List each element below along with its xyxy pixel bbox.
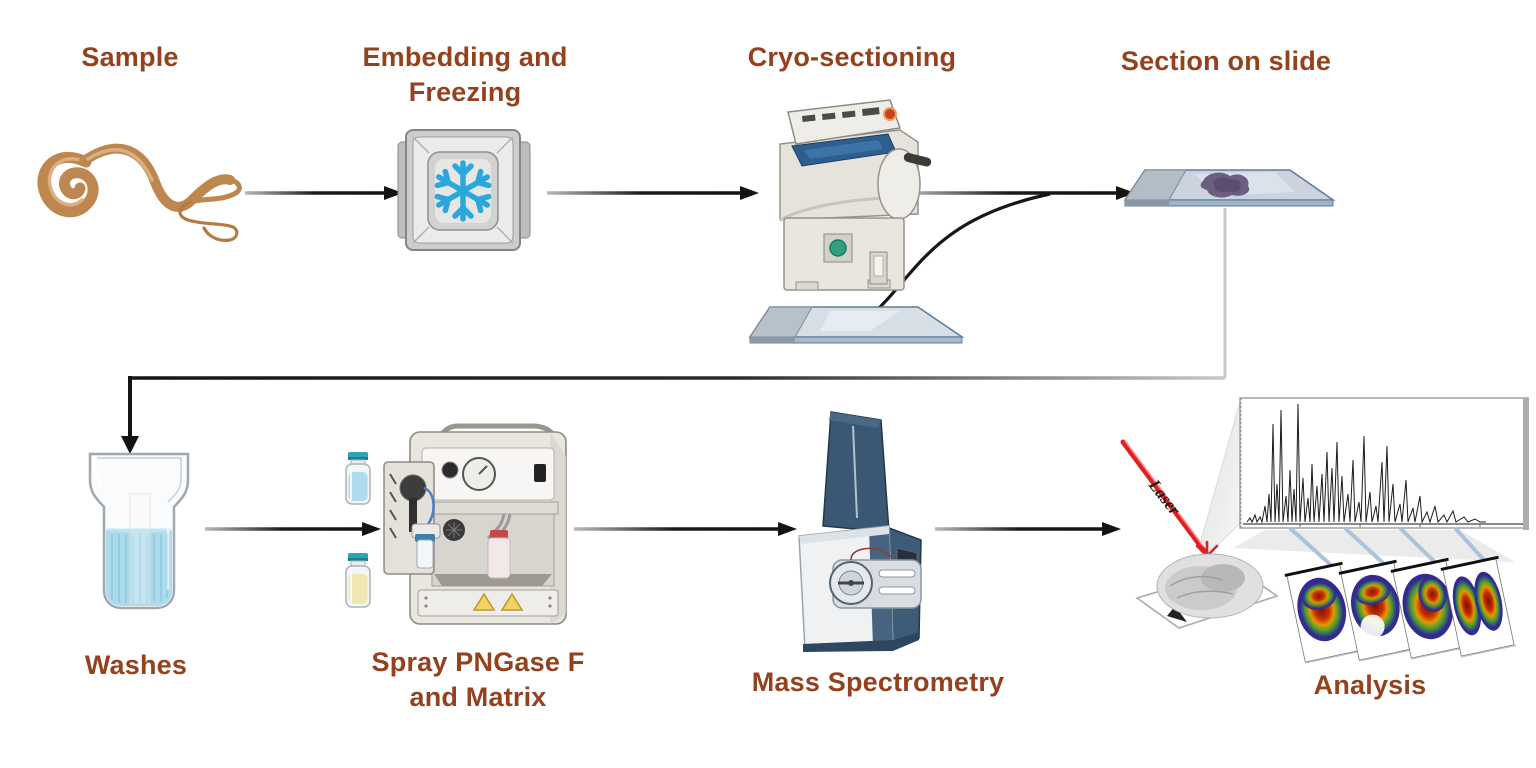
step-label-sample: Sample (81, 42, 179, 72)
cryostat-knob (829, 239, 847, 257)
staining-jar-icon (88, 452, 190, 610)
arrow-massspec-to-analysis (935, 522, 1121, 536)
step-label-washes: Washes (84, 650, 188, 680)
matrix-sprayer-icon (383, 423, 567, 625)
ion-image-panel (1338, 559, 1415, 662)
step-label-cryo-sectioning: Cryo-sectioning (747, 42, 957, 72)
step-label-mass-spectrometry: Mass Spectrometry (751, 667, 1005, 697)
ion-image-panels (1284, 555, 1517, 664)
pngase-vial-icon (345, 452, 371, 505)
vial-liquid-yellow (348, 574, 368, 604)
mass-spectrometer-icon (798, 411, 922, 652)
arrow-embedding-to-cryosectioning (547, 186, 759, 200)
empty-slide-icon (748, 306, 965, 344)
connector-slide-to-washes (121, 208, 1227, 454)
ion-image-panel (1284, 561, 1361, 664)
arrow-sample-to-embedding (245, 186, 403, 200)
arrow-washes-to-spray (205, 522, 381, 536)
arrow-cryosectioning-to-slide (905, 186, 1135, 200)
vial-liquid-blue (348, 472, 368, 501)
projection-wedge (1200, 401, 1241, 551)
warning-triangle-icon (472, 592, 496, 611)
cryomold-snowflake-icon (397, 129, 531, 251)
worm-icon (37, 143, 242, 242)
arrow-spray-to-massspec (574, 522, 797, 536)
matrix-vial-icon (345, 553, 371, 608)
handwheel-handle (903, 152, 932, 167)
emergency-stop-button (883, 107, 897, 121)
tissue-on-target-plate (1135, 553, 1279, 629)
snowflake-icon (434, 160, 492, 222)
cryostat-icon (779, 99, 932, 291)
warning-triangle-icon (500, 592, 524, 611)
step-label-section-on-slide: Section on slide (1120, 46, 1332, 76)
laser-spectrum-heatmap-icon: Laser (1120, 397, 1529, 664)
slide-with-tissue-icon (1123, 169, 1336, 207)
mass-spectrum-panel (1239, 397, 1529, 530)
ion-image-panel (1440, 555, 1517, 658)
swoosh-section-transfer (866, 192, 1051, 320)
pump-tubing (423, 486, 435, 525)
capillary-tubing (850, 547, 894, 561)
step-label-embedding-freezing: Embedding and Freezing (362, 42, 568, 107)
step-label-spray: Spray PNGase F and Matrix (371, 647, 585, 712)
step-label-analysis: Analysis (1313, 670, 1427, 700)
cryostat-control-panel (802, 107, 897, 122)
